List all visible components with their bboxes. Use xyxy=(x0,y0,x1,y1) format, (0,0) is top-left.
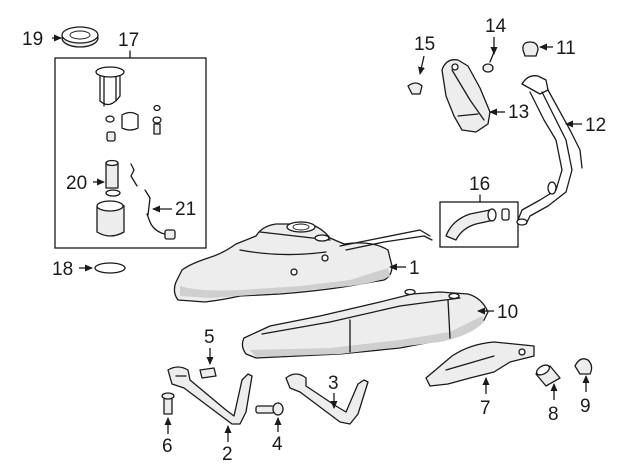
part-8-plug xyxy=(535,364,561,387)
part-18-o-ring xyxy=(94,262,126,274)
callout-20: 20 xyxy=(66,173,87,194)
callout-6: 6 xyxy=(162,436,173,457)
part-10-tank-protector xyxy=(241,288,489,359)
part-19-gasket-ring xyxy=(61,26,99,48)
part-15-screw xyxy=(407,82,423,95)
part-2-tank-strap xyxy=(167,366,253,425)
callout-4: 4 xyxy=(272,434,283,455)
callout-9: 9 xyxy=(580,396,591,417)
part-3-tank-strap xyxy=(285,373,369,425)
part-7-bracket xyxy=(425,341,535,387)
part-13-filler-bracket xyxy=(441,59,491,133)
callout-1: 1 xyxy=(409,258,420,279)
part-12-filler-pipe xyxy=(516,75,583,226)
callout-3: 3 xyxy=(328,373,339,394)
callout-14: 14 xyxy=(485,16,507,37)
part-5-clip xyxy=(199,367,217,379)
part-4-bolt xyxy=(255,402,284,416)
callout-12: 12 xyxy=(585,115,606,136)
callout-16: 16 xyxy=(469,174,490,195)
callout-10: 10 xyxy=(497,302,518,323)
part-1-fuel-tank xyxy=(173,221,433,303)
callout-17: 17 xyxy=(118,30,139,51)
part-6-bolt xyxy=(161,392,175,415)
callout-2: 2 xyxy=(222,444,233,465)
callout-5: 5 xyxy=(204,327,215,348)
callout-15: 15 xyxy=(414,34,435,55)
callout-13: 13 xyxy=(508,102,529,123)
callout-8: 8 xyxy=(548,404,559,425)
callout-18: 18 xyxy=(52,259,73,280)
callout-19: 19 xyxy=(22,29,43,50)
part-9-cap xyxy=(574,358,593,375)
part-11-fuel-cap xyxy=(522,41,539,57)
part-14-bolt xyxy=(482,51,495,73)
callout-7: 7 xyxy=(480,398,491,419)
part-17-fuel-pump-assembly-box xyxy=(54,50,207,249)
callout-11: 11 xyxy=(556,38,576,59)
callout-21: 21 xyxy=(175,199,196,220)
leader-line-15 xyxy=(418,55,425,75)
part-16-hose-box xyxy=(439,194,519,248)
